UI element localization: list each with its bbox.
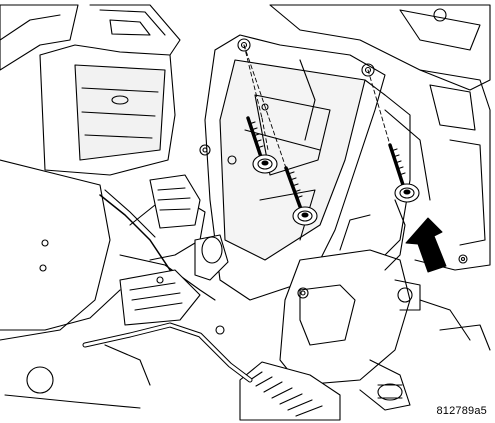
- pedal-pad: [240, 362, 340, 420]
- mounting-bolt-3: [390, 145, 419, 202]
- mounting-bolt-2: [286, 168, 317, 225]
- pedal-assembly: [280, 215, 420, 410]
- left-dash-panel: [0, 5, 140, 408]
- figure-id-label: 812789a5: [436, 405, 487, 417]
- arrow-icon: [406, 218, 446, 272]
- alignment-lines: [244, 45, 390, 168]
- pedal-support-bracket: [200, 35, 430, 300]
- vent-housing: [40, 5, 180, 175]
- right-dash-panel: [270, 5, 490, 270]
- mounting-bolt-1: [248, 118, 277, 173]
- lower-right-harness: [385, 200, 490, 350]
- switch-connector: [120, 175, 228, 334]
- lower-cable: [85, 325, 250, 385]
